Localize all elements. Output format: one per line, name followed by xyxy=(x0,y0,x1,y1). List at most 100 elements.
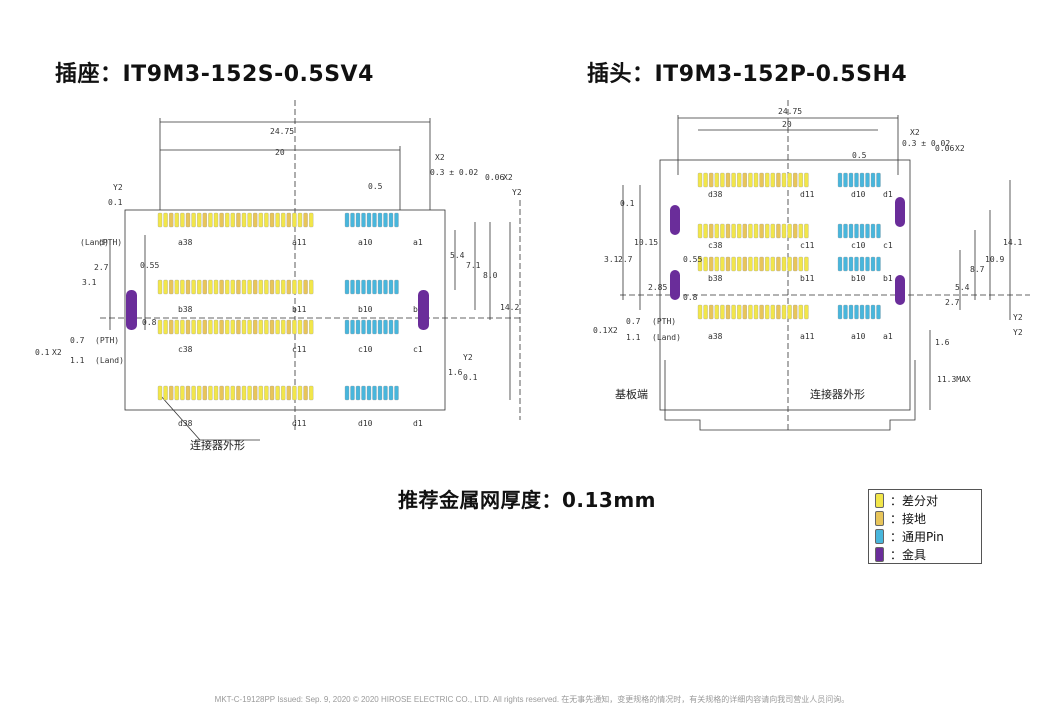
socket-pad-blue xyxy=(355,385,361,401)
plug-pad-yellow xyxy=(776,172,781,188)
plug-pad-yellow xyxy=(720,223,725,239)
plug-pad-blue xyxy=(876,304,881,320)
dim-left-16: 1.6 xyxy=(448,368,463,377)
dim-right-055: 0.55 xyxy=(683,255,702,264)
plug-pad-yellow xyxy=(714,256,719,272)
socket-pad-yellow xyxy=(213,279,219,295)
plug-row-label: d38 xyxy=(708,190,723,199)
socket-pad-blue xyxy=(372,385,377,401)
socket-pad-yellow xyxy=(309,319,314,335)
plug-row-label: d11 xyxy=(800,190,815,199)
socket-pad-yellow xyxy=(281,212,286,228)
socket-pad-blue xyxy=(388,279,394,295)
socket-pad-yellow xyxy=(258,319,263,335)
plug-pad-yellow xyxy=(714,304,719,320)
holddown-swatch xyxy=(875,546,884,562)
plug-pad-yellow xyxy=(770,223,775,239)
socket-pad-yellow xyxy=(297,279,303,295)
socket-pad-blue xyxy=(355,212,361,228)
plug-pad-blue xyxy=(859,172,865,188)
socket-pad-yellow xyxy=(169,279,174,295)
socket-pad-blue xyxy=(377,279,383,295)
socket-pad-yellow xyxy=(247,279,252,295)
dim-left-055: 0.55 xyxy=(140,261,159,270)
dim-left-x2c: X2 xyxy=(52,348,62,357)
plug-pad-yellow xyxy=(776,304,781,320)
plug-pad-yellow xyxy=(765,304,770,320)
socket-pad-yellow xyxy=(208,385,213,401)
socket-pad-yellow xyxy=(185,319,191,335)
plug-pad-yellow xyxy=(759,256,764,272)
plug-pad-yellow xyxy=(765,223,770,239)
plug-pad-yellow xyxy=(731,256,736,272)
plug-row-label: d10 xyxy=(851,190,866,199)
socket-pad-yellow xyxy=(292,279,297,295)
socket-pad-yellow xyxy=(275,279,280,295)
socket-pad-yellow xyxy=(247,212,252,228)
socket-pad-yellow xyxy=(247,385,252,401)
dim-right-27: 2.7 xyxy=(945,298,960,307)
socket-pad-yellow xyxy=(163,212,168,228)
socket-pad-yellow xyxy=(247,319,252,335)
dim-left-07: 0.7 xyxy=(70,336,85,345)
plug-row-label: c1 xyxy=(883,241,893,250)
plug-pad-yellow xyxy=(742,256,747,272)
socket-pad-blue xyxy=(394,279,399,295)
dim-left-pth: (PTH) xyxy=(98,238,122,247)
socket-pad-yellow xyxy=(225,385,230,401)
plug-row-label: b1 xyxy=(883,274,893,283)
plug-pad-yellow xyxy=(787,172,792,188)
plug-pad-blue xyxy=(843,256,848,272)
plug-pad-blue xyxy=(837,304,843,320)
plug-pad-blue xyxy=(848,223,854,239)
socket-pad-yellow xyxy=(185,279,191,295)
plug-pad-yellow xyxy=(765,172,770,188)
plug-pad-yellow xyxy=(781,256,787,272)
socket-pad-yellow xyxy=(264,279,269,295)
plug-pad-yellow xyxy=(765,256,770,272)
socket-pad-yellow xyxy=(174,279,179,295)
dim-right-x2c: X2 xyxy=(608,326,618,335)
socket-pad-yellow xyxy=(197,212,202,228)
socket-pad-yellow xyxy=(281,385,286,401)
plug-title: 插头：IT9M3-152P-0.5SH4 xyxy=(587,62,908,87)
socket-pad-blue xyxy=(388,319,394,335)
socket-pad-yellow xyxy=(230,319,235,335)
dim-right-pitch: 0.3 ± 0.02 xyxy=(902,139,950,148)
plug-pad-yellow xyxy=(748,304,753,320)
plug-pad-blue xyxy=(848,256,854,272)
socket-pad-yellow xyxy=(174,319,179,335)
dim-right-141: 14.1 xyxy=(1003,238,1022,247)
dim-right-27b: 2.7 xyxy=(618,255,633,264)
socket-pad-yellow xyxy=(180,385,185,401)
socket-row-label: d1 xyxy=(413,419,423,428)
socket-outline xyxy=(124,209,446,411)
socket-pad-yellow xyxy=(191,385,196,401)
plug-pad-blue xyxy=(859,304,865,320)
socket-pad-blue xyxy=(383,279,388,295)
socket-pad-yellow xyxy=(180,319,185,335)
socket-row-label: d11 xyxy=(292,419,307,428)
socket-pad-yellow xyxy=(219,385,224,401)
plug-pad-yellow xyxy=(793,256,798,272)
dim-left-land2: (Land) xyxy=(95,356,124,365)
plug-row-label: b11 xyxy=(800,274,815,283)
socket-pad-yellow xyxy=(269,212,275,228)
socket-pad-yellow xyxy=(219,212,224,228)
socket-holddown-right xyxy=(418,290,429,330)
socket-pad-yellow xyxy=(286,319,291,335)
plug-outline xyxy=(659,159,911,411)
socket-row-label: a10 xyxy=(358,238,373,247)
plug-pad-yellow xyxy=(737,304,742,320)
plug-outline-label: 连接器外形 xyxy=(810,388,865,401)
plug-holddown-3 xyxy=(895,197,905,227)
dim-left-006: 0.06 xyxy=(485,173,504,182)
plug-pad-yellow xyxy=(725,256,731,272)
socket-pad-yellow xyxy=(303,279,308,295)
socket-pad-yellow xyxy=(174,385,179,401)
dim-right-01: 0.1 xyxy=(620,199,635,208)
socket-pad-yellow xyxy=(169,385,174,401)
socket-row-label: b38 xyxy=(178,305,193,314)
dim-left-01b: 0.1 xyxy=(35,348,50,357)
